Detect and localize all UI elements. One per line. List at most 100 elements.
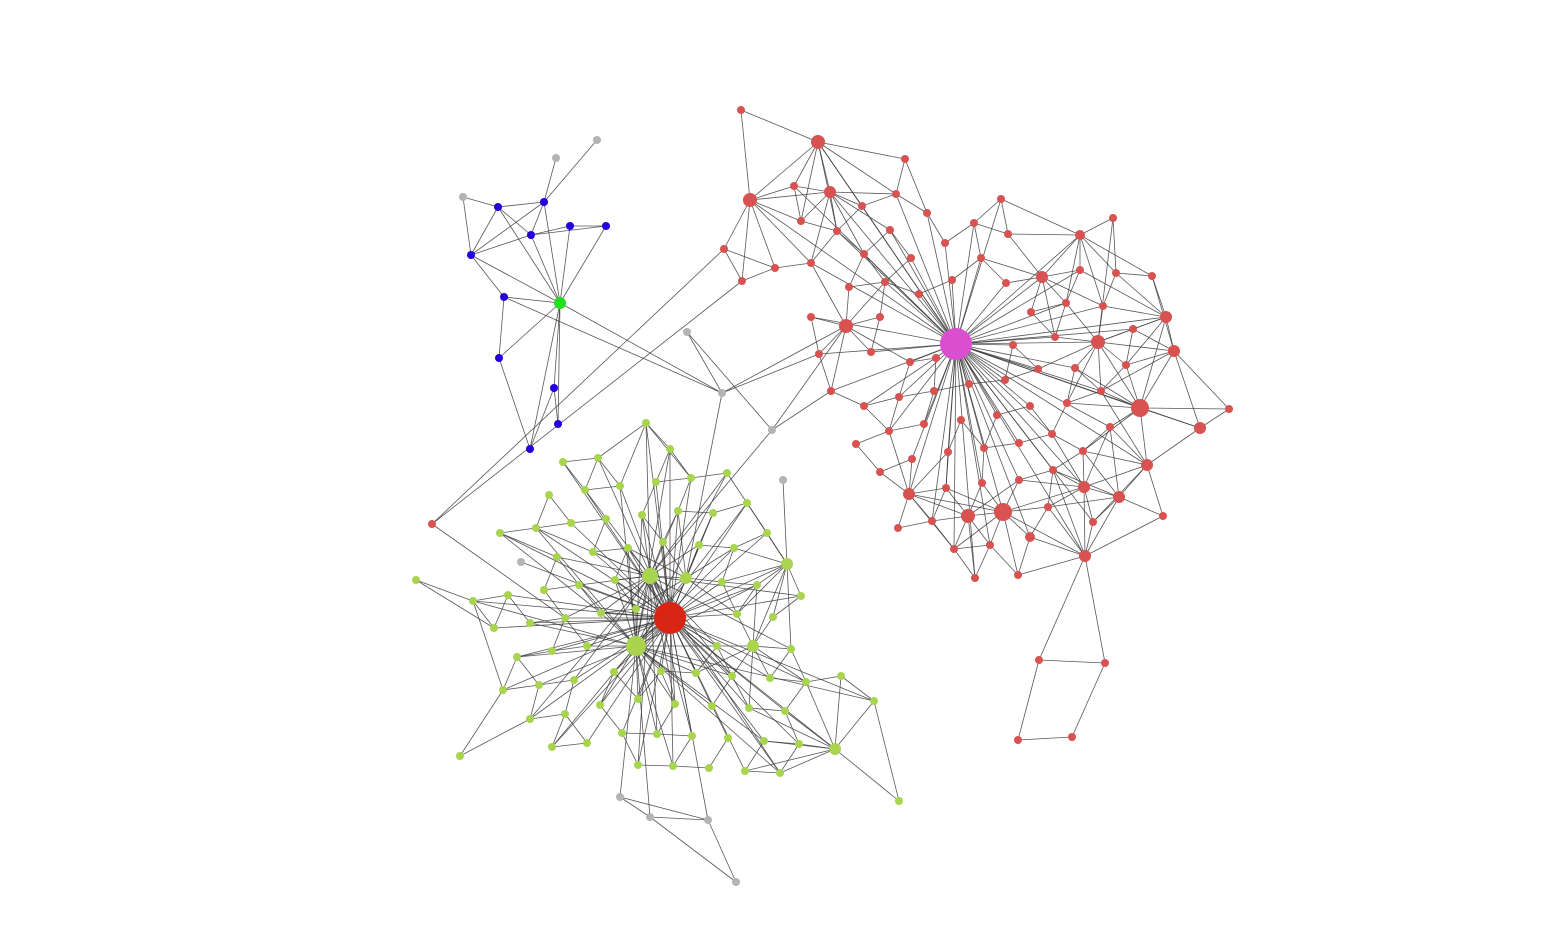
graph-node <box>583 642 591 650</box>
graph-node <box>535 681 543 689</box>
graph-edge <box>530 225 571 236</box>
graph-edge <box>635 502 748 647</box>
graph-edge <box>1100 364 1127 392</box>
graph-edge <box>599 704 623 734</box>
graph-edge <box>800 191 831 222</box>
graph-edge <box>836 230 865 255</box>
graph-edge <box>1083 426 1111 488</box>
graph-node <box>797 592 805 600</box>
graph-node <box>971 574 979 582</box>
graph-edge <box>793 141 819 187</box>
graph-node <box>980 444 988 452</box>
graph-edge <box>888 396 900 432</box>
graph-edge <box>516 656 540 686</box>
graph-edge <box>980 257 1043 278</box>
graph-node <box>575 581 583 589</box>
graph-edge <box>559 225 571 304</box>
graph-edge <box>1079 234 1117 274</box>
graph-edge <box>863 253 957 345</box>
graph-node <box>860 402 868 410</box>
graph-node <box>895 393 903 401</box>
graph-edge <box>1079 234 1104 307</box>
graph-edge <box>1115 272 1167 318</box>
graph-edge <box>955 343 1031 538</box>
graph-node <box>1014 736 1022 744</box>
graph-node <box>610 668 618 676</box>
graph-edge <box>584 485 621 491</box>
graph-edge <box>1092 496 1120 523</box>
graph-edge <box>498 296 505 359</box>
graph-edge <box>712 502 748 514</box>
graph-node <box>753 581 761 589</box>
graph-edge <box>782 479 788 565</box>
graph-node <box>1025 532 1035 542</box>
graph-edge <box>898 390 935 398</box>
graph-node <box>692 669 700 677</box>
graph-edge <box>897 520 933 529</box>
graph-edge <box>619 796 709 821</box>
graph-node <box>469 597 477 605</box>
graph-edge <box>870 316 881 353</box>
graph-edge <box>649 575 802 597</box>
graph-node <box>713 642 721 650</box>
graph-edge <box>1029 536 1086 557</box>
graph-edge <box>1007 233 1081 236</box>
graph-edge <box>472 594 509 602</box>
graph-edge <box>551 645 637 748</box>
graph-edge <box>830 343 957 392</box>
graph-node <box>1001 376 1009 384</box>
graph-edge <box>953 548 976 579</box>
graph-edge <box>908 451 949 495</box>
graph-node <box>550 384 558 392</box>
graph-edge <box>1066 390 1102 404</box>
graph-edge <box>1146 427 1201 466</box>
graph-edge <box>535 494 550 529</box>
graph-node <box>561 614 569 622</box>
graph-edge <box>1079 217 1114 236</box>
graph-edge <box>955 343 976 579</box>
graph-edge <box>707 819 737 883</box>
graph-edge <box>597 422 647 459</box>
graph-edge <box>415 579 495 629</box>
graph-node <box>745 704 753 712</box>
graph-node <box>513 653 521 661</box>
graph-edge <box>836 230 957 345</box>
graph-node <box>669 762 677 770</box>
graph-edge <box>470 254 505 298</box>
graph-node <box>666 445 674 453</box>
graph-edge <box>909 357 937 363</box>
graph-edge <box>529 617 671 624</box>
graph-edge <box>637 617 671 766</box>
graph-node <box>795 740 803 748</box>
graph-edge <box>507 594 531 624</box>
graph-edge <box>1002 511 1086 557</box>
graph-edge <box>499 527 537 534</box>
graph-node <box>1048 430 1056 438</box>
graph-edge <box>810 230 838 264</box>
graph-edge <box>711 675 733 707</box>
graph-node <box>540 586 548 594</box>
graph-edge <box>744 748 836 772</box>
graph-edge <box>597 457 621 487</box>
graph-node <box>790 182 798 190</box>
graph-edge <box>1041 276 1104 307</box>
graph-node <box>570 676 578 684</box>
graph-edge <box>800 141 819 222</box>
graph-edge <box>955 343 1031 407</box>
graph-edge <box>1029 506 1049 538</box>
graph-edge <box>926 212 957 345</box>
graph-node <box>965 380 973 388</box>
graph-edge <box>721 581 758 586</box>
graph-edge <box>721 563 788 583</box>
graph-edge <box>543 589 566 619</box>
graph-node <box>733 610 741 618</box>
graph-edge <box>499 532 558 558</box>
graph-node <box>581 486 589 494</box>
graph-node <box>901 155 909 163</box>
graph-edge <box>945 451 949 489</box>
graph-edge <box>613 671 639 700</box>
graph-edge <box>810 316 820 355</box>
graph-node <box>659 538 667 546</box>
graph-node <box>566 222 574 230</box>
graph-node <box>977 254 985 262</box>
